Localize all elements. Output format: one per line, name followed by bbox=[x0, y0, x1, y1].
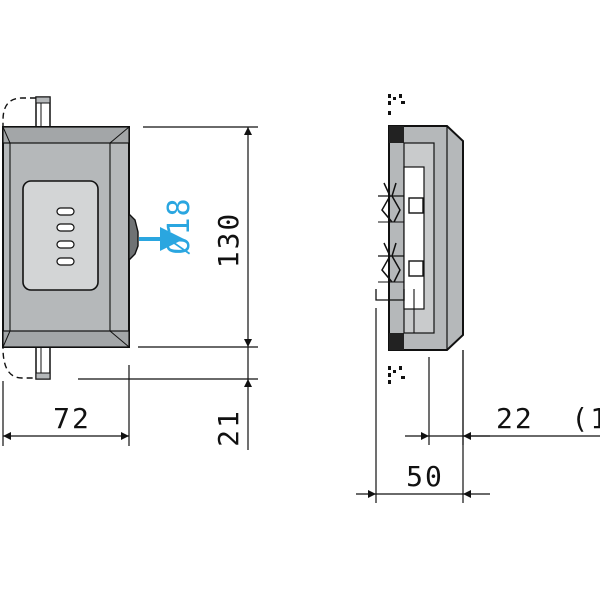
spring-contact-upper bbox=[381, 182, 401, 223]
height-dimension-label: 130 bbox=[212, 212, 245, 269]
top-mounting-clip bbox=[35, 96, 51, 129]
width-dimension-label: 72 bbox=[53, 402, 91, 435]
side-component-upper bbox=[408, 197, 424, 214]
cable-diameter-label: Ø18 bbox=[162, 197, 197, 254]
offset-dimension: 21 bbox=[78, 347, 258, 450]
offset-dimension-label: 21 bbox=[212, 409, 245, 447]
top-seal-block bbox=[389, 126, 404, 143]
height-dimension: 130 bbox=[138, 126, 258, 348]
spring-contact-lower bbox=[381, 242, 401, 283]
front-window bbox=[22, 180, 99, 291]
bottom-rail-mark bbox=[388, 366, 405, 384]
side-view: 50 22 (1 bbox=[356, 94, 600, 503]
side-component-lower bbox=[408, 260, 424, 277]
width-dimension: 72 bbox=[2, 365, 130, 446]
protrusion-dimension-label: 22 (1 bbox=[496, 402, 600, 435]
front-view: Ø18 130 21 72 bbox=[2, 96, 258, 450]
protrusion-dimension: 22 (1 bbox=[405, 350, 600, 445]
depth-dimension-label: 50 bbox=[406, 460, 444, 493]
bottom-mounting-clip bbox=[35, 346, 51, 380]
bottom-seal-block bbox=[389, 333, 404, 350]
din-rail-bracket bbox=[375, 289, 405, 301]
cable-gland bbox=[128, 212, 139, 262]
top-rail-mark bbox=[388, 94, 405, 115]
cable-entry-arrow bbox=[139, 227, 184, 251]
